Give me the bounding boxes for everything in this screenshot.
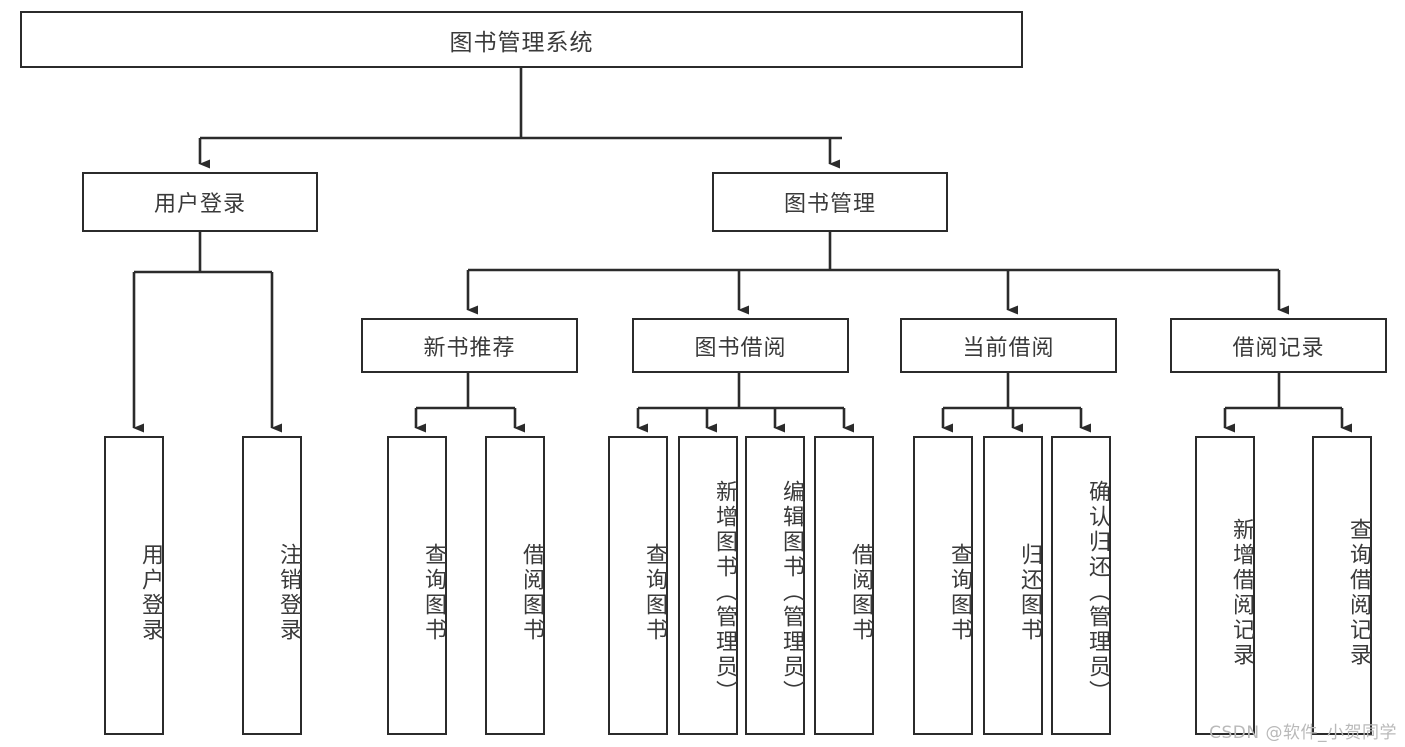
node-user-login[interactable]: 用户登录 xyxy=(82,172,318,232)
node-leaf-query-book-3[interactable]: 查询图书 xyxy=(913,436,973,735)
node-leaf-user-login[interactable]: 用户登录 xyxy=(104,436,164,735)
node-leaf-query-record[interactable]: 查询借阅记录 xyxy=(1312,436,1372,735)
node-leaf-add-record[interactable]: 新增借阅记录 xyxy=(1195,436,1255,735)
node-leaf-confirm-return[interactable]: 确认归还（管理员） xyxy=(1051,436,1111,735)
node-leaf-add-book[interactable]: 新增图书（管理员） xyxy=(678,436,738,735)
node-borrow-record[interactable]: 借阅记录 xyxy=(1170,318,1387,373)
node-leaf-borrow-book-2[interactable]: 借阅图书 xyxy=(814,436,874,735)
node-root[interactable]: 图书管理系统 xyxy=(20,11,1023,68)
node-book-borrow[interactable]: 图书借阅 xyxy=(632,318,849,373)
node-leaf-user-logout[interactable]: 注销登录 xyxy=(242,436,302,735)
node-book-manage[interactable]: 图书管理 xyxy=(712,172,948,232)
node-leaf-edit-book[interactable]: 编辑图书（管理员） xyxy=(745,436,805,735)
node-leaf-query-book-1[interactable]: 查询图书 xyxy=(387,436,447,735)
node-leaf-borrow-book-1[interactable]: 借阅图书 xyxy=(485,436,545,735)
node-leaf-return-book[interactable]: 归还图书 xyxy=(983,436,1043,735)
node-leaf-query-book-2[interactable]: 查询图书 xyxy=(608,436,668,735)
watermark-text: CSDN @软件_小贺同学 xyxy=(1209,723,1397,743)
node-new-book-rec[interactable]: 新书推荐 xyxy=(361,318,578,373)
node-current-borrow[interactable]: 当前借阅 xyxy=(900,318,1117,373)
